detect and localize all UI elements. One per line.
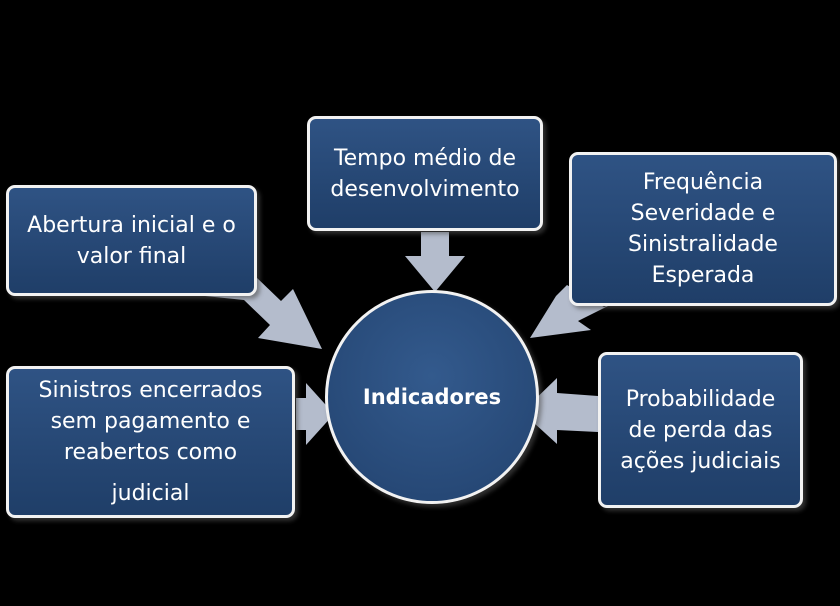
box-frequencia-severidade: Frequência Severidade e Sinistralidade E… (569, 152, 837, 306)
box-text-line: Sinistros encerrados (38, 378, 263, 403)
box-text-line: de perda das (628, 417, 773, 443)
box-text-line: Sinistralidade (628, 232, 778, 257)
box-sinistros-encerrados: Sinistros encerrados sem pagamento e rea… (6, 366, 295, 518)
box-text-line: ações judiciais (620, 448, 781, 474)
box-text-line: Tempo médio de (333, 145, 517, 171)
box-text-line: judicial (111, 481, 190, 506)
arrow-from-tempo (405, 232, 465, 292)
arrow-from-sinistros (296, 383, 334, 445)
box-text-line: Esperada (651, 263, 755, 288)
hub-label: Indicadores (362, 385, 502, 409)
box-text-line: sem pagamento e (50, 409, 251, 434)
box-text-line: Severidade e (630, 201, 776, 226)
arrow-from-probabilidade (522, 378, 598, 444)
box-abertura-valor-final: Abertura inicial e o valor final (6, 185, 257, 296)
box-text-line: desenvolvimento (330, 176, 520, 202)
box-text-line: reabertos como (63, 440, 238, 465)
hub-indicadores: Indicadores (325, 290, 539, 504)
box-text-line: valor final (76, 243, 187, 269)
box-text-line: Probabilidade (625, 386, 776, 412)
arrow-from-frequencia (530, 285, 614, 338)
box-tempo-medio: Tempo médio de desenvolvimento (307, 116, 543, 231)
box-probabilidade-perda: Probabilidade de perda das ações judicia… (598, 352, 803, 508)
box-text-line: Abertura inicial e o (27, 212, 236, 238)
box-text-line: Frequência (642, 170, 764, 195)
